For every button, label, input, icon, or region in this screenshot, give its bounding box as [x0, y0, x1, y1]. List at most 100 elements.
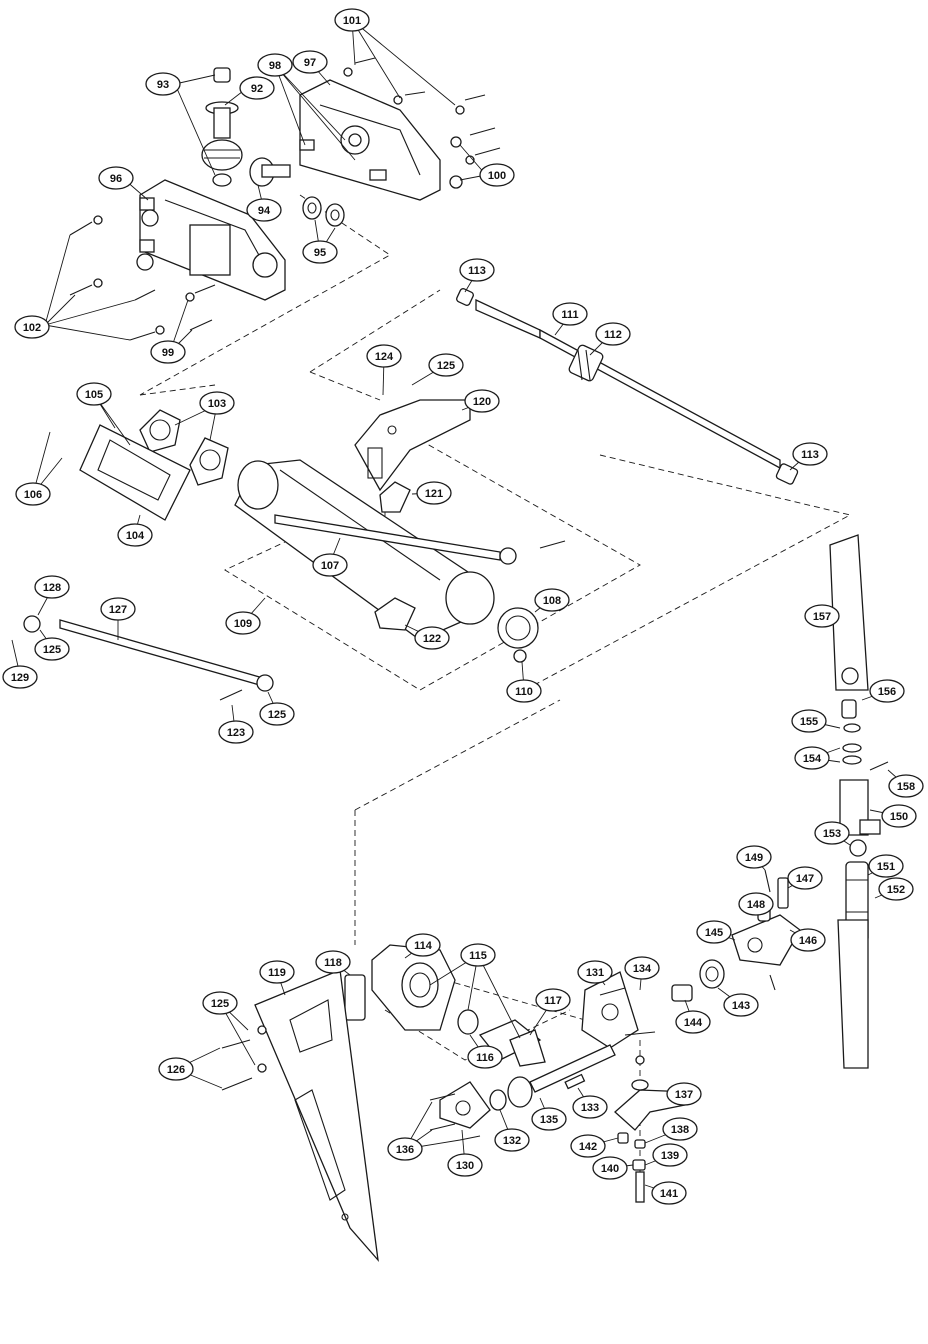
- callout-circle: [315, 950, 351, 974]
- callout-circle: [366, 344, 402, 368]
- callout-number: 116: [476, 1052, 494, 1064]
- callout-106: 106: [15, 482, 51, 506]
- callout-125: 125: [259, 702, 295, 726]
- callout-102: 102: [14, 315, 50, 339]
- callout-124: 124: [366, 344, 402, 368]
- callout-number: 140: [601, 1163, 619, 1175]
- callout-number: 126: [167, 1064, 185, 1076]
- callout-number: 123: [227, 727, 245, 739]
- callout-number: 100: [488, 170, 506, 182]
- callout-number: 102: [23, 322, 41, 334]
- callout-number: 122: [423, 633, 441, 645]
- callout-number: 127: [109, 604, 127, 616]
- callout-125: 125: [34, 637, 70, 661]
- callout-number: 125: [43, 644, 61, 656]
- callout-number: 112: [604, 329, 622, 341]
- callout-circle: [595, 322, 631, 346]
- callout-114: 114: [405, 933, 441, 957]
- callout-number: 117: [544, 995, 562, 1007]
- callout-number: 138: [671, 1124, 689, 1136]
- callout-number: 95: [314, 247, 326, 259]
- callout-circle: [651, 1181, 687, 1205]
- callout-number: 125: [437, 360, 455, 372]
- callout-number: 113: [468, 265, 486, 277]
- callout-126: 126: [158, 1057, 194, 1081]
- callout-number: 148: [747, 899, 765, 911]
- callout-number: 132: [503, 1135, 521, 1147]
- callout-circle: [791, 709, 827, 733]
- callout-number: 97: [304, 57, 316, 69]
- callout-circle: [117, 523, 153, 547]
- callout-131: 131: [577, 960, 613, 984]
- callout-number: 137: [675, 1089, 693, 1101]
- callout-circle: [506, 679, 542, 703]
- callout-circle: [570, 1134, 606, 1158]
- callout-135: 135: [531, 1107, 567, 1131]
- callout-number: 146: [799, 935, 817, 947]
- callout-149: 149: [736, 845, 772, 869]
- callout-100: 100: [479, 163, 515, 187]
- callout-112: 112: [595, 322, 631, 346]
- callout-circle: [225, 611, 261, 635]
- callout-95: 95: [302, 240, 338, 264]
- callout-120: 120: [464, 389, 500, 413]
- callout-circle: [531, 1107, 567, 1131]
- callout-127: 127: [100, 597, 136, 621]
- callout-number: 151: [877, 861, 895, 873]
- callout-141: 141: [651, 1181, 687, 1205]
- callout-number: 110: [515, 686, 533, 698]
- callout-circle: [464, 389, 500, 413]
- callout-142: 142: [570, 1134, 606, 1158]
- callout-130: 130: [447, 1153, 483, 1177]
- callout-number: 99: [162, 347, 174, 359]
- callout-circle: [202, 991, 238, 1015]
- callout-97: 97: [292, 50, 328, 74]
- callout-156: 156: [869, 679, 905, 703]
- callout-146: 146: [790, 928, 826, 952]
- callout-circle: [787, 866, 823, 890]
- callout-140: 140: [592, 1156, 628, 1180]
- callout-157: 157: [804, 604, 840, 628]
- callout-147: 147: [787, 866, 823, 890]
- callout-circle: [416, 481, 452, 505]
- callout-number: 155: [800, 716, 818, 728]
- callout-148: 148: [738, 892, 774, 916]
- callout-number: 94: [258, 205, 271, 217]
- callout-number: 115: [469, 950, 487, 962]
- callout-number: 143: [732, 1000, 750, 1012]
- callout-number: 104: [126, 530, 145, 542]
- callout-number: 157: [813, 611, 831, 623]
- callout-circle: [158, 1057, 194, 1081]
- callout-number: 125: [268, 709, 286, 721]
- tail-drive-shaft: [456, 288, 799, 485]
- callout-number: 105: [85, 389, 103, 401]
- callout-number: 103: [208, 398, 226, 410]
- pinion-gear-assembly: [201, 67, 291, 187]
- callout-number: 124: [375, 351, 394, 363]
- callout-circle: [888, 774, 924, 798]
- callout-number: 139: [661, 1150, 679, 1162]
- callout-circle: [738, 892, 774, 916]
- callout-circle: [292, 50, 328, 74]
- callout-circle: [199, 391, 235, 415]
- callout-121: 121: [416, 481, 452, 505]
- callout-number: 150: [890, 811, 908, 823]
- callout-circle: [459, 258, 495, 282]
- callout-137: 137: [666, 1082, 702, 1106]
- callout-number: 156: [878, 686, 896, 698]
- callout-circle: [76, 382, 112, 406]
- callout-113: 113: [792, 442, 828, 466]
- callout-circle: [666, 1082, 702, 1106]
- callout-number: 128: [43, 582, 61, 594]
- callout-number: 119: [268, 967, 286, 979]
- callout-number: 136: [396, 1144, 414, 1156]
- tail-gearbox-frame: [139, 79, 441, 301]
- frame-screws-and-nuts: [69, 57, 501, 341]
- callout-circle: [878, 877, 914, 901]
- callout-111: 111: [552, 302, 588, 326]
- callout-number: 98: [269, 60, 281, 72]
- callout-107: 107: [312, 553, 348, 577]
- callout-158: 158: [888, 774, 924, 798]
